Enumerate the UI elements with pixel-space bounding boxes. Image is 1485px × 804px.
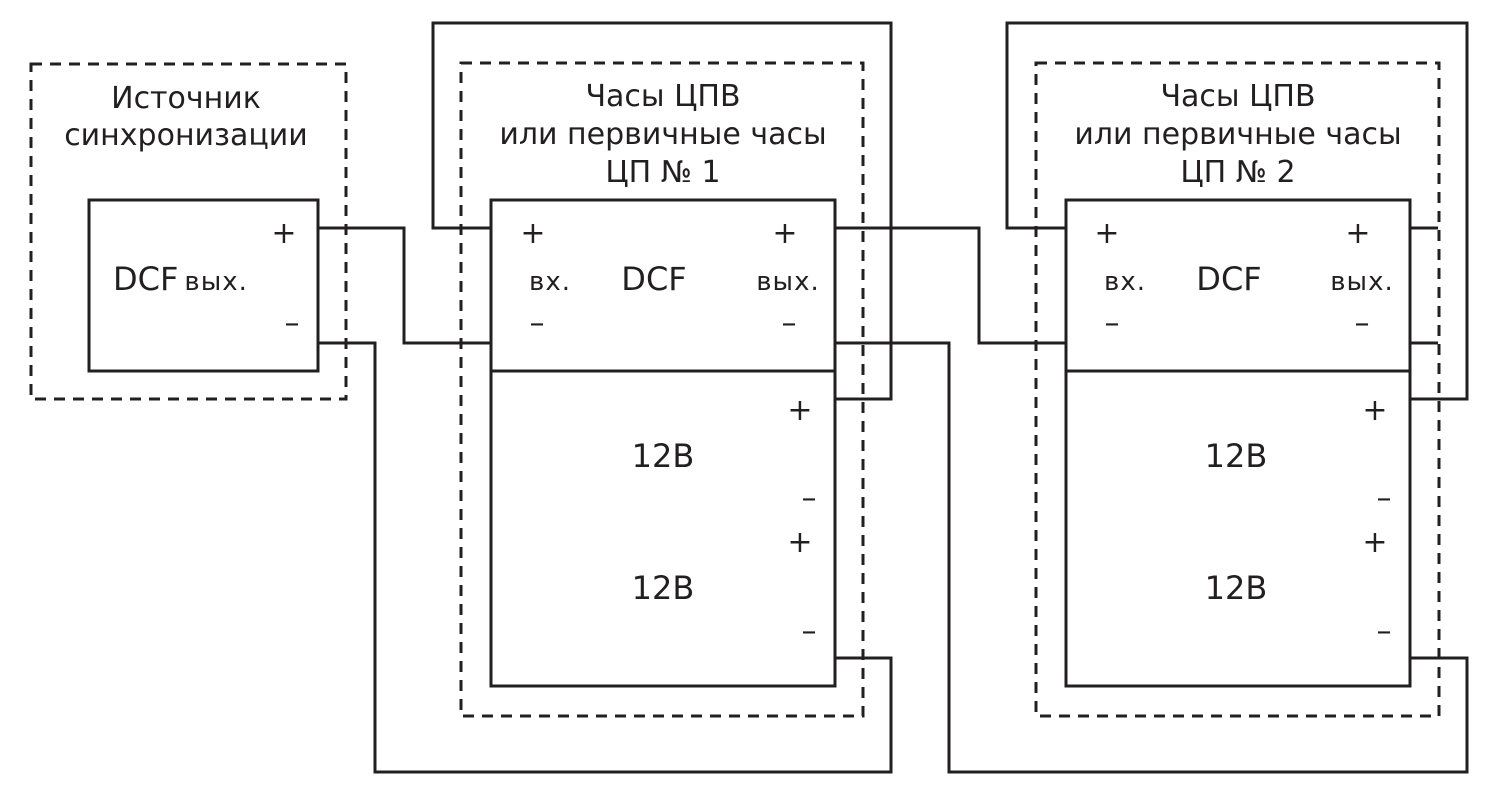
clock-1-dcf-out-label: вых. [756,267,820,297]
clock-1-dcf-out-minus: – [782,306,797,341]
clock-2-title-line-1: Часы ЦПВ [1160,79,1315,114]
clock-unit-1: Часы ЦПВ или первичные часы ЦП № 1 + вх.… [459,61,865,718]
clock-2-power-2-minus: – [1377,614,1392,649]
clock-2-power-1-minus: – [1377,481,1392,516]
source-plus-terminal: + [271,216,296,251]
clock-2-title-line-3: ЦП № 2 [1180,155,1295,190]
clock-2-power-2-plus: + [1362,525,1387,560]
clock-2-dcf-out-minus: – [1355,306,1370,341]
clock-2-dcf-in-minus: – [1105,306,1120,341]
clock-2-dcf-in-label: вх. [1104,267,1146,297]
clock-2-title-line-2: или первичные часы [1074,117,1401,152]
clock-1-power-module [489,369,837,688]
source-minus-terminal: – [285,306,300,341]
clock-2-dcf-in-plus: + [1094,216,1119,251]
sync-source-title-line-1: Источник [111,81,261,116]
source-dcf-suffix: вых. [184,267,248,297]
wire-clock1-out-minus-to-clock2-power-minus [835,341,1469,774]
clock-1-power-1-label: 12В [632,437,695,475]
clock-2-power-2-label: 12В [1205,569,1268,607]
clock-1-power-2-minus: – [802,614,817,649]
clock-2-power-1-label: 12В [1205,437,1268,475]
sync-source-boundary [29,62,348,401]
clock-1-title-line-2: или первичные часы [499,117,826,152]
clock-1-dcf-label: DCF [621,260,686,298]
clock-1-dcf-in-minus: – [530,306,545,341]
clock-1-boundary [459,61,865,718]
clock-1-title-line-3: ЦП № 1 [605,155,720,190]
clock-2-dcf-out-plus: + [1345,216,1370,251]
wire-clock1-out-plus-to-clock2-in-minus [835,226,1066,345]
wire-clock1-power-plus-to-clock1-in-plus [431,21,893,401]
source-dcf-main: DCF [113,260,178,298]
clock-1-power-1-minus: – [802,481,817,516]
clock-2-power-1-plus: + [1362,393,1387,428]
clock-2-dcf-out-label: вых. [1330,267,1394,297]
clock-2-boundary [1034,61,1441,718]
clock-2-dcf-label: DCF [1196,260,1261,298]
clock-2-power-module [1064,369,1412,688]
wire-source-plus-to-clock1-in-minus [318,226,491,345]
clock-1-power-2-plus: + [787,525,812,560]
source-dcf-output-module [87,198,320,373]
sync-source-title-line-2: синхронизации [64,118,308,153]
clock-1-dcf-out-plus: + [772,216,797,251]
wire-clock2-power-plus-to-clock2-in-plus [1005,21,1469,401]
clock-1-title-line-1: Часы ЦПВ [585,79,740,114]
wire-source-minus-to-clock1-power-minus [318,341,893,774]
clock-1-dcf-in-plus: + [520,216,545,251]
clock-1-power-2-label: 12В [632,569,695,607]
clock-1-dcf-in-label: вх. [529,267,571,297]
clock-1-power-1-plus: + [787,393,812,428]
clock-unit-2: Часы ЦПВ или первичные часы ЦП № 2 + вх.… [1034,61,1441,718]
